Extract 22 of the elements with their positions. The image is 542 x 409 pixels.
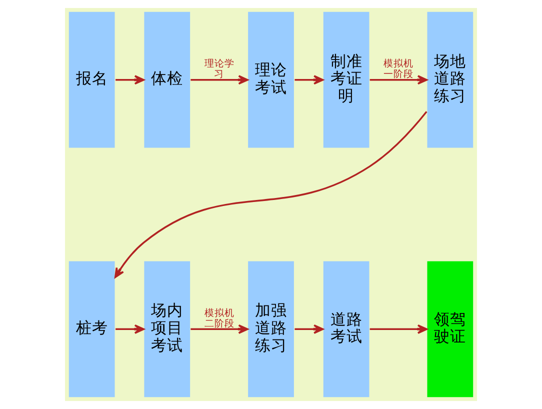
arrow	[114, 111, 428, 278]
arrow	[294, 75, 324, 85]
node-box: 加强道路练习	[247, 260, 295, 398]
arrow	[190, 324, 248, 334]
node-box: 制准考证明	[322, 11, 370, 149]
node-box: 报名	[68, 11, 116, 149]
node-box: 场内项目考试	[143, 260, 191, 398]
node-box: 道路考试	[322, 260, 370, 398]
arrow	[370, 75, 428, 85]
node-box: 场地道路练习	[426, 11, 474, 149]
arrow	[294, 324, 324, 334]
arrow	[370, 324, 428, 334]
edge-label: 模拟机二阶段	[204, 308, 234, 330]
arrow	[190, 75, 248, 85]
edge-label: 理论学习	[204, 58, 234, 80]
node-box: 桩考	[68, 260, 116, 398]
edge-label: 模拟机一阶段	[384, 58, 414, 80]
node-box: 理论考试	[247, 11, 295, 149]
node-box: 体检	[143, 11, 191, 149]
arrow	[116, 75, 145, 85]
node-box: 领驾驶证	[426, 260, 474, 398]
arrow	[116, 324, 145, 334]
